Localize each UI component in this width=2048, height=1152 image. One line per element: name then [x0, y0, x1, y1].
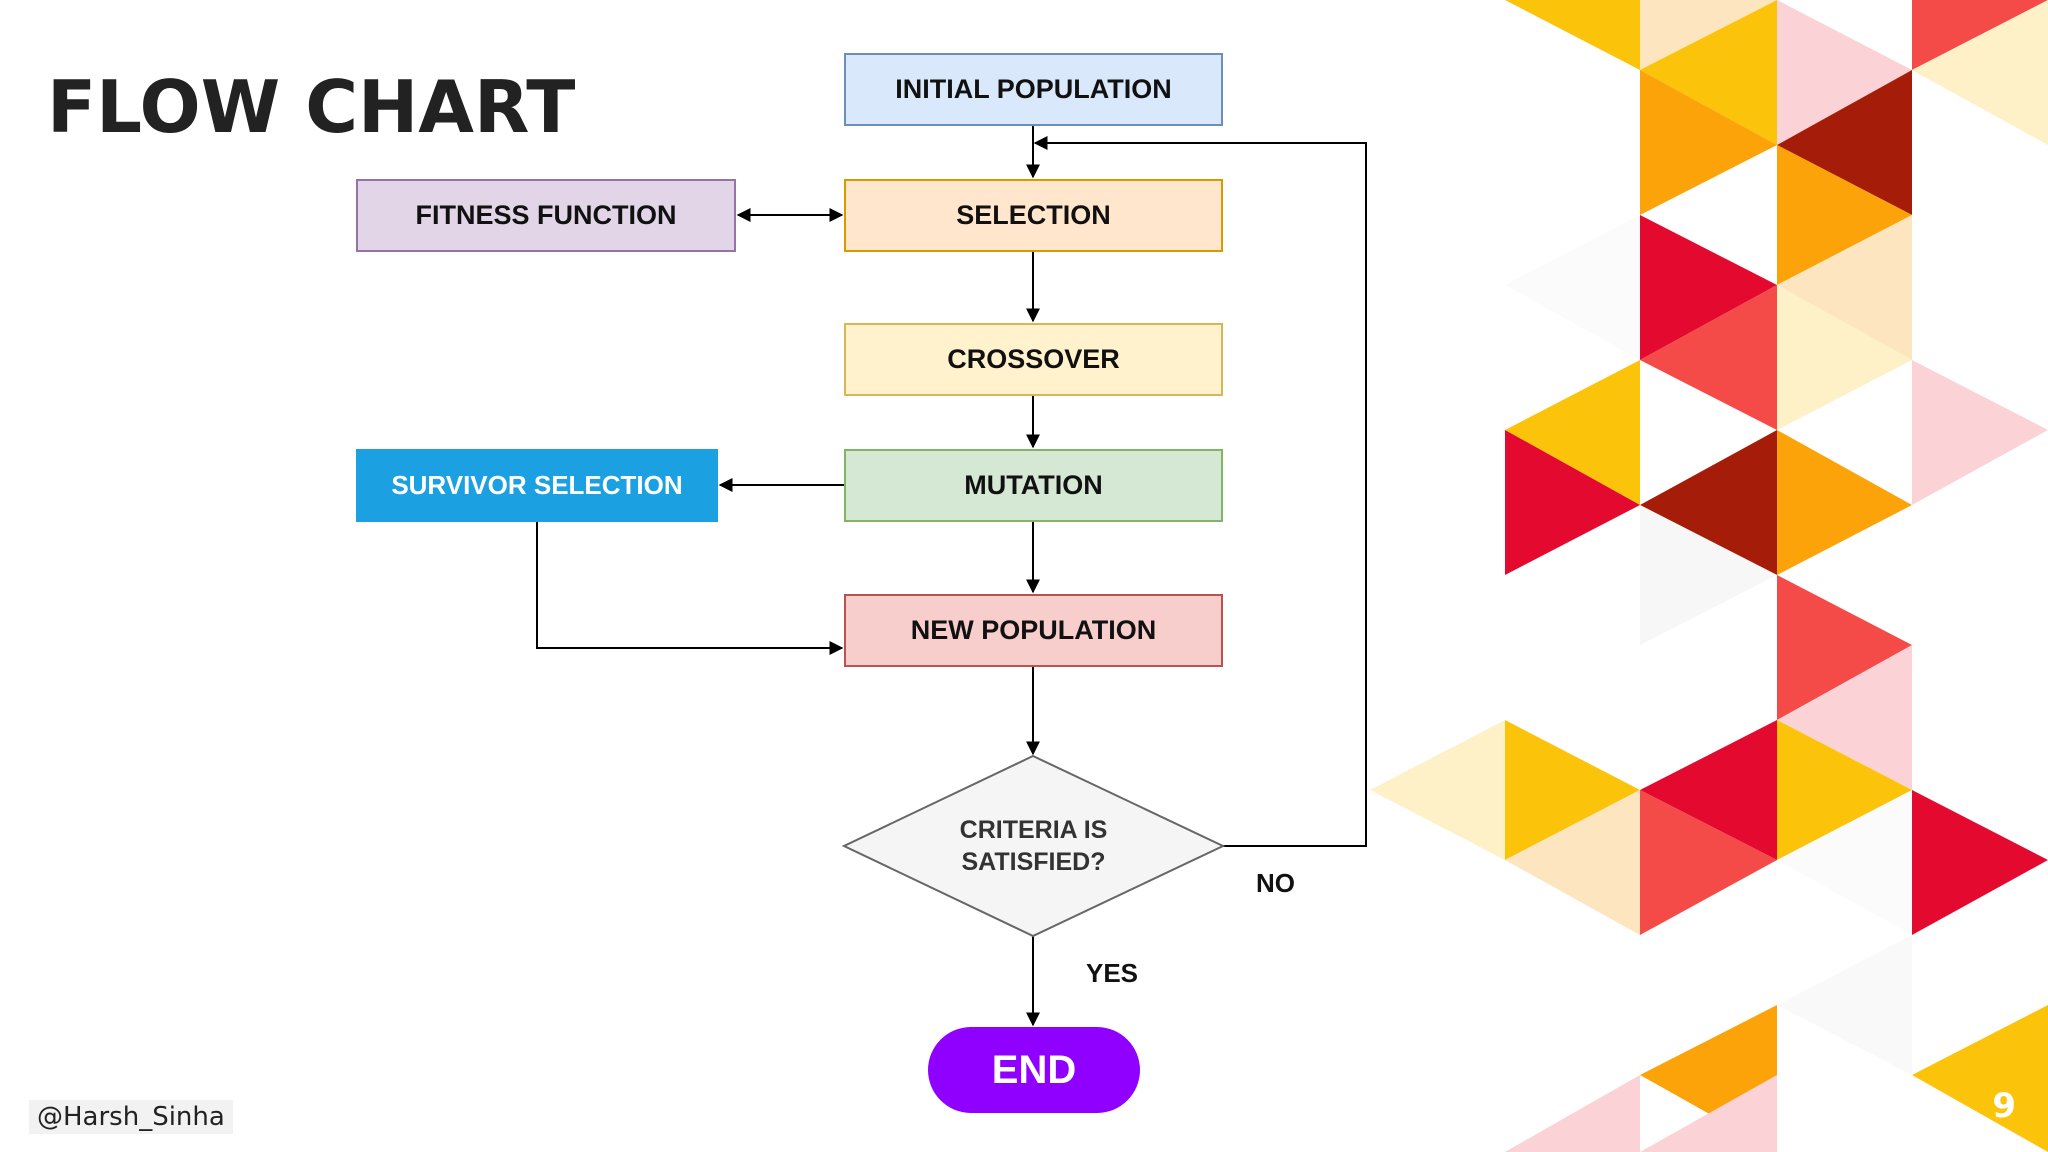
- background-triangle: [1777, 790, 1912, 935]
- background-triangle: [1505, 430, 1640, 575]
- background-triangle: [1505, 0, 1640, 70]
- background-triangle: [1505, 720, 1640, 860]
- background-triangle: [1505, 215, 1640, 360]
- background-triangle: [1777, 575, 1912, 720]
- background-triangle: [1777, 70, 1912, 215]
- background-triangle: [1777, 645, 1912, 790]
- background-triangle: [1640, 790, 1777, 935]
- survivor-selection-node: SURVIVOR SELECTION: [356, 449, 718, 522]
- edge-label-no: NO: [1256, 868, 1295, 898]
- background-triangle: [1777, 0, 1912, 145]
- background-triangle: [1640, 1075, 1777, 1152]
- background-triangle: [1912, 0, 2048, 145]
- selection-node: SELECTION: [844, 179, 1223, 252]
- background-triangle: [1640, 70, 1777, 215]
- end-node: END: [928, 1027, 1140, 1113]
- background-triangle: [1640, 720, 1777, 860]
- page-number: 9: [1992, 1086, 2016, 1126]
- background-triangle: [1777, 215, 1912, 360]
- background-triangle: [1777, 285, 1912, 430]
- new-population-node: NEW POPULATION: [844, 594, 1223, 667]
- background-triangle: [1505, 790, 1640, 935]
- background-triangle: [1777, 430, 1912, 575]
- background-triangle: [1912, 360, 2048, 505]
- background-triangle: [1640, 505, 1777, 645]
- background-triangle: [1912, 1005, 2048, 1152]
- background-triangle: [1640, 0, 1777, 145]
- initial-population-node: INITIAL POPULATION: [844, 53, 1223, 126]
- background-triangle: [1505, 360, 1640, 505]
- edge-survivor-to-newpop: [536, 522, 844, 655]
- crossover-node: CROSSOVER: [844, 323, 1223, 396]
- author-handle: @Harsh_Sinha: [29, 1100, 233, 1134]
- background-triangle: [1640, 430, 1777, 575]
- criteria-decision-node: CRITERIA IS SATISFIED?: [844, 756, 1223, 936]
- background-triangle: [1777, 720, 1912, 860]
- edge-label-yes: YES: [1086, 958, 1139, 988]
- background-triangle: [1777, 145, 1912, 285]
- background-triangle: [1640, 215, 1777, 360]
- mutation-node: MUTATION: [844, 449, 1223, 522]
- decision-diamond-shape: [841, 754, 1226, 938]
- background-triangle: [1640, 285, 1777, 430]
- fitness-function-node: FITNESS FUNCTION: [356, 179, 736, 252]
- background-triangle: [1777, 935, 1912, 1075]
- background-triangle: [1912, 790, 2048, 935]
- decision-label: CRITERIA IS SATISFIED?: [959, 815, 1108, 877]
- background-triangle: [1370, 720, 1505, 860]
- edge-decision-to-selection-no: [1033, 136, 1367, 847]
- slide-title: FLOW CHART: [47, 65, 576, 149]
- background-triangle: [1505, 1075, 1640, 1152]
